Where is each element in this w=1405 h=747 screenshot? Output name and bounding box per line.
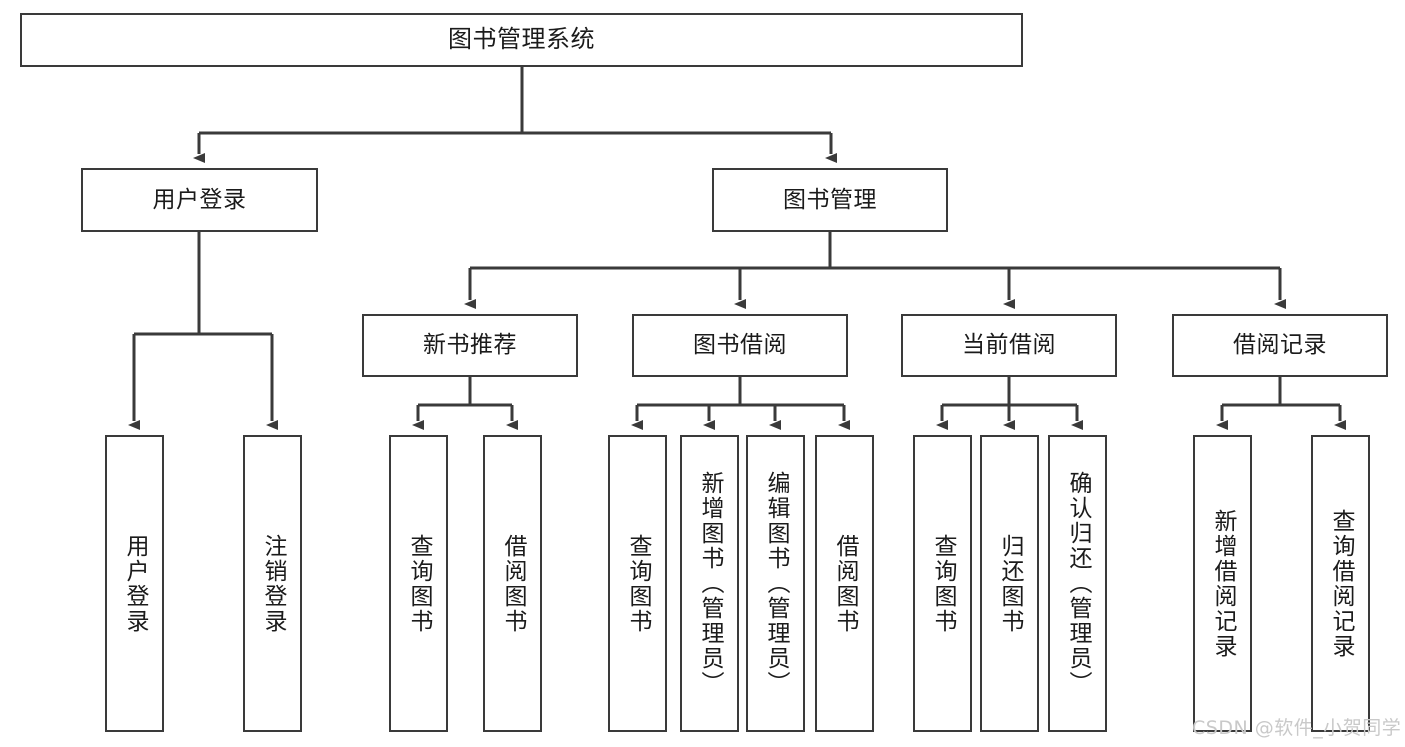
leaf-new-book-borrow[interactable]: 借阅图书 — [483, 435, 542, 732]
node-label: 新书推荐 — [423, 332, 517, 359]
leaf-book-borrow-borrow[interactable]: 借阅图书 — [815, 435, 874, 732]
leaf-user-login-login[interactable]: 用户登录 — [105, 435, 164, 732]
node-label: 归还图书 — [997, 533, 1023, 634]
node-label: 用户登录 — [152, 186, 247, 213]
node-label: 查询图书 — [930, 533, 956, 634]
leaf-borrow-record-query[interactable]: 查询借阅记录 — [1311, 435, 1370, 732]
leaf-borrow-record-add[interactable]: 新增借阅记录 — [1193, 435, 1252, 732]
node-label: 查询图书 — [406, 533, 432, 634]
node-label: 借阅记录 — [1233, 332, 1327, 359]
node-label: 编辑图书（管理员） — [763, 471, 789, 696]
node-user-login[interactable]: 用户登录 — [81, 168, 318, 232]
watermark-text: CSDN @软件_小贺同学 — [1192, 717, 1402, 739]
leaf-current-borrow-confirm-return[interactable]: 确认归还（管理员） — [1048, 435, 1107, 732]
node-current-borrow[interactable]: 当前借阅 — [901, 314, 1117, 377]
node-label: 确认归还（管理员） — [1065, 471, 1091, 696]
node-label: 新增借阅记录 — [1210, 508, 1236, 659]
leaf-user-login-logout[interactable]: 注销登录 — [243, 435, 302, 732]
node-label: 借阅图书 — [832, 533, 858, 634]
node-new-book-recommend[interactable]: 新书推荐 — [362, 314, 578, 377]
node-label: 借阅图书 — [500, 533, 526, 634]
leaf-new-book-query[interactable]: 查询图书 — [389, 435, 448, 732]
node-label: 图书管理 — [783, 186, 877, 213]
node-label: 注销登录 — [260, 533, 286, 634]
leaf-book-borrow-edit[interactable]: 编辑图书（管理员） — [746, 435, 805, 732]
leaf-current-borrow-query[interactable]: 查询图书 — [913, 435, 972, 732]
node-label: 图书管理系统 — [448, 25, 595, 54]
node-label: 当前借阅 — [962, 332, 1056, 359]
node-label: 图书借阅 — [693, 332, 787, 359]
node-borrow-record[interactable]: 借阅记录 — [1172, 314, 1388, 377]
leaf-book-borrow-query[interactable]: 查询图书 — [608, 435, 667, 732]
node-label: 新增图书（管理员） — [697, 471, 723, 696]
node-label: 查询借阅记录 — [1328, 508, 1354, 659]
node-label: 查询图书 — [625, 533, 651, 634]
leaf-book-borrow-add[interactable]: 新增图书（管理员） — [680, 435, 739, 732]
node-book-borrow[interactable]: 图书借阅 — [632, 314, 848, 377]
node-book-management[interactable]: 图书管理 — [712, 168, 948, 232]
node-root-system[interactable]: 图书管理系统 — [20, 13, 1023, 67]
node-label: 用户登录 — [122, 533, 148, 634]
leaf-current-borrow-return[interactable]: 归还图书 — [980, 435, 1039, 732]
